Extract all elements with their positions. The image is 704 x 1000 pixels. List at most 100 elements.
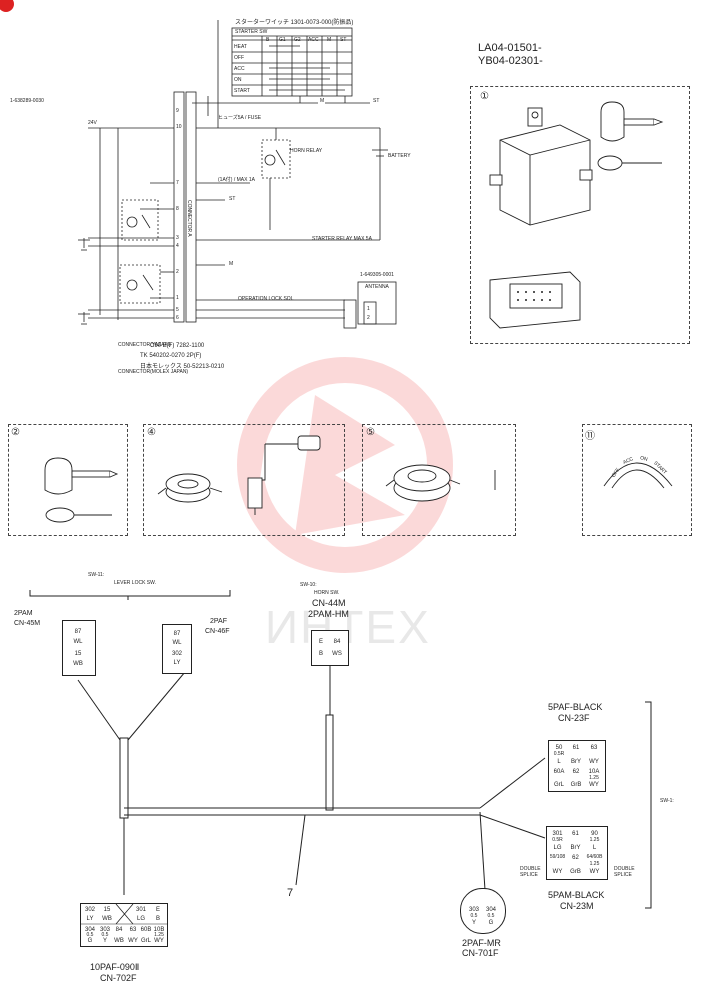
panel-dial-plate <box>582 424 692 536</box>
horn-relay-label: HORN RELAY <box>290 148 323 154</box>
pin-5: 5 <box>176 307 179 313</box>
harness-number: 7 <box>287 887 294 899</box>
switch-table-subtitle: STARTER SW <box>235 29 268 35</box>
cn46f-pin: 302 <box>171 651 182 657</box>
panel-keys <box>8 424 128 536</box>
cn45m-type: 2PAM <box>14 610 33 617</box>
cn23m-pin: LG <box>553 845 562 851</box>
part-number-1: LA04-01501- <box>478 42 542 54</box>
panel-5-number: ⑤ <box>366 427 375 438</box>
sw1-label: SW-1: <box>660 798 674 804</box>
cn23m-name: CN-23M <box>560 901 594 911</box>
cn702f-pin: 304 <box>84 927 95 933</box>
cn44m-pin: 84 <box>333 639 341 645</box>
cn23f-pin: WY <box>589 759 599 765</box>
pin-9: 9 <box>176 108 179 114</box>
cn701f-pin: 303 <box>468 907 479 913</box>
pin-8: 8 <box>176 206 179 212</box>
cn23f-type: 5PAF-BLACK <box>548 702 603 712</box>
antenna-pin-1: 1 <box>367 306 370 312</box>
connector-note-5: CONNECTOR(MOLEX JAPAN) <box>118 369 189 375</box>
cn702f-pin: WB <box>114 938 124 944</box>
cn701f-type: 2PAF-MR <box>462 938 501 948</box>
switch-table-title: スターターワイッチ 1301-0073-000(防振品) <box>235 20 354 26</box>
cn701f-pin: Y <box>471 920 476 926</box>
terminal-m-mid: M <box>229 261 234 267</box>
switch-row-off: OFF <box>234 55 244 61</box>
panel-2-number: ② <box>11 427 20 438</box>
cn702f-connector: 302 15 301 E LY WB LG B 304 303 84 63 60… <box>80 903 168 947</box>
panel-key-module <box>470 86 690 344</box>
cn23m-pin: 0.5R <box>552 837 563 843</box>
switch-col-g2: G2 <box>294 37 301 43</box>
cn23m-pin: 62 <box>572 855 579 861</box>
cn23f-name: CN-23F <box>558 713 590 723</box>
cn702f-pin: 303 <box>99 927 110 933</box>
double-splice-left: DOUBLE SPLICE <box>520 866 541 878</box>
cn46f-connector: 87 WL 302 LY <box>162 624 192 674</box>
cn45m-pin: 87 <box>74 629 82 635</box>
cn702f-type: 10PAF-090Ⅱ <box>90 962 140 972</box>
pin-4: 4 <box>176 243 179 249</box>
horn-sw-label: HORN SW. <box>314 590 340 596</box>
sw10-label: SW-10: <box>300 582 317 588</box>
cn702f-pin: G <box>87 938 93 944</box>
cn23f-connector: 50 61 63 0.5R L BrY WY 60A 62 10A 1.25 G… <box>548 740 606 792</box>
cn23m-pin: 61 <box>572 831 579 837</box>
cn23f-pin: 10A <box>588 769 600 775</box>
antenna-label: ANTENNA <box>365 284 389 290</box>
cn46f-name: CN-46F <box>205 628 230 635</box>
pin-1: 1 <box>176 295 179 301</box>
terminal-m-top: M <box>320 98 325 104</box>
cn702f-pin: LY <box>86 916 94 922</box>
cn701f-connector: 303 304 0.5 0.5 Y G <box>460 888 506 934</box>
cn23f-pin: WY <box>589 782 599 788</box>
cn23m-pin: GrB <box>570 869 581 875</box>
cn45m-name: CN-45M <box>14 620 41 627</box>
cn702f-pin: 10B <box>153 927 165 933</box>
switch-col-m: M <box>327 37 332 43</box>
connector-note-3: TK 540202-0270 2P(F) <box>140 353 202 359</box>
panel-1-number: ① <box>480 91 489 102</box>
pin-7: 7 <box>176 180 179 186</box>
battery-label: BATTERY <box>388 153 411 159</box>
cn45m-pin: 15 <box>74 651 82 657</box>
voltage-label: 24V <box>88 120 97 126</box>
cn23m-connector: 301 61 90 0.5R 1.25 LG BrY L 59/108 62 6… <box>546 826 608 880</box>
switch-col-g1: G1 <box>279 37 286 43</box>
schematic-ref-number: 1-638289-0030 <box>10 98 44 104</box>
cn702f-pin: B <box>155 916 160 922</box>
pin-2: 2 <box>176 269 179 275</box>
cn701f-pin: 0.5 <box>470 913 478 919</box>
cn44m-name: CN-44M <box>312 598 346 608</box>
cn702f-pin: 302 <box>84 907 95 913</box>
connector-note-4: 日本モレックス 50-52213-0210 <box>140 364 225 370</box>
cn702f-pin: Y <box>102 938 107 944</box>
pin-10: 10 <box>176 124 182 130</box>
pin-3: 3 <box>176 235 179 241</box>
cn23f-pin: 63 <box>590 745 598 751</box>
fuse2-label: (1A付) / MAX 1A <box>218 177 255 183</box>
cn702f-pin: WB <box>102 916 112 922</box>
cn23f-pin: GrB <box>570 782 582 788</box>
cn44m-pin: B <box>318 651 323 657</box>
switch-col-b: B <box>266 37 270 43</box>
cn702f-pin: LG <box>136 916 145 922</box>
cn702f-pin: GrL <box>140 938 151 944</box>
cn23f-pin: 0.5R <box>553 751 565 757</box>
cn23f-pin: GrL <box>553 782 564 788</box>
cn45m-pin: WL <box>73 639 83 645</box>
cn46f-type: 2PAF <box>210 618 227 625</box>
cn46f-pin: 87 <box>173 631 181 637</box>
switch-row-heat: HEAT <box>234 44 247 50</box>
cn23f-pin: BrY <box>570 759 581 765</box>
cn702f-pin: WY <box>128 938 138 944</box>
cn702f-pin: E <box>155 907 160 913</box>
connector-note-2: C90 E(F) 7282-1100 <box>150 343 205 349</box>
cn701f-pin: 0.5 <box>487 913 495 919</box>
